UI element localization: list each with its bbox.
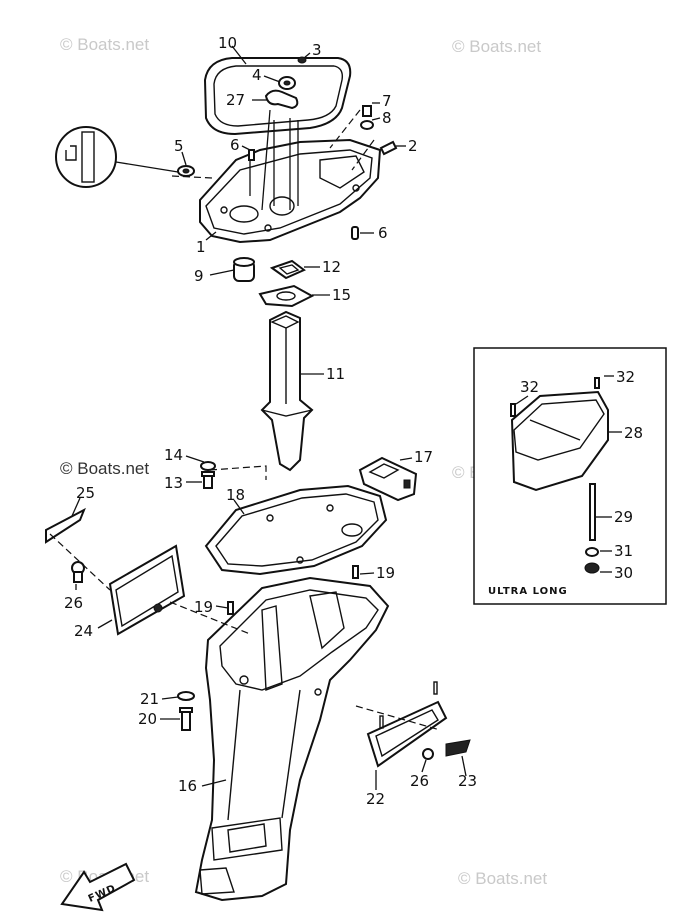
part-1-exhaust-guide	[199, 109, 382, 244]
part-18-gasket	[204, 484, 388, 576]
callout-2: 2	[408, 137, 418, 155]
callout-26-left: 26	[64, 594, 83, 612]
watermark: © Boats.net	[60, 35, 149, 54]
callout-14: 14	[164, 446, 183, 464]
callout-32-left: 32	[520, 378, 539, 396]
leader-lines	[71, 45, 622, 790]
callout-28: 28	[624, 424, 643, 442]
callout-3: 3	[312, 41, 322, 59]
part-14-washer	[200, 461, 216, 471]
callout-25: 25	[76, 484, 95, 502]
part-21-washer	[177, 691, 195, 701]
callout-32-right: 32	[616, 368, 635, 386]
callout-31: 31	[614, 542, 633, 560]
part-19-dowel-left	[227, 601, 234, 615]
callout-12: 12	[322, 258, 341, 276]
callout-19-left: 19	[194, 598, 213, 616]
callout-19-right: 19	[376, 564, 395, 582]
inset-ultra-long: ULTRA LONG	[473, 347, 667, 605]
part-13-bolt	[201, 471, 215, 489]
callout-27: 27	[226, 91, 245, 109]
callout-10: 10	[218, 34, 237, 52]
callout-30: 30	[614, 564, 633, 582]
part-5-washer	[177, 165, 195, 177]
callout-24: 24	[74, 622, 93, 640]
callout-15: 15	[332, 286, 351, 304]
callout-4: 4	[252, 66, 262, 84]
part-6-dowel-top	[248, 149, 255, 161]
part-15-gasket	[258, 284, 315, 308]
callout-6-top: 6	[230, 136, 240, 154]
callout-23: 23	[458, 772, 477, 790]
callout-20: 20	[138, 710, 157, 728]
callout-1: 1	[196, 238, 206, 256]
callout-7: 7	[382, 92, 392, 110]
watermark: © Boats.net	[60, 459, 149, 478]
part-27-bracket	[264, 89, 299, 110]
detail-bubble	[55, 126, 179, 188]
part-6-dowel-bottom	[351, 226, 359, 240]
callout-29: 29	[614, 508, 633, 526]
part-16-housing	[194, 576, 390, 902]
callout-13: 13	[164, 474, 183, 492]
callout-11: 11	[326, 365, 345, 383]
part-4-grommet	[278, 76, 296, 90]
part-12-seal	[269, 259, 306, 280]
callout-8: 8	[382, 109, 392, 127]
part-25-plate	[45, 507, 86, 544]
part-8-washer	[360, 120, 374, 130]
callout-21: 21	[140, 690, 159, 708]
part-19-dowel-right	[352, 565, 359, 579]
guide-lines	[49, 109, 441, 731]
watermark: © Boats.net	[458, 869, 547, 888]
part-7-bolt	[362, 105, 372, 117]
part-2-pin	[379, 140, 398, 156]
part-23-label	[445, 739, 471, 757]
part-22-cover	[366, 681, 448, 768]
callout-22: 22	[366, 790, 385, 808]
callout-labels: 10 3 4 27 7 8 2 6 5 1 6 9 12 15 11 14 13…	[64, 34, 643, 808]
callout-6-bottom: 6	[378, 224, 388, 242]
callout-17: 17	[414, 448, 433, 466]
part-9-bushing	[233, 257, 255, 282]
callout-26-right: 26	[410, 772, 429, 790]
callout-9: 9	[194, 267, 204, 285]
part-20-bolt	[179, 707, 193, 731]
part-17-damper	[358, 456, 418, 502]
inset-caption: ULTRA LONG	[488, 586, 568, 597]
part-26-screw-right	[422, 748, 434, 760]
part-26-screw-left	[71, 561, 85, 583]
part-11-exhaust-pipe	[260, 310, 314, 472]
callout-5: 5	[174, 137, 184, 155]
watermark: © Boats.net	[452, 37, 541, 56]
callout-16: 16	[178, 777, 197, 795]
callout-18: 18	[226, 486, 245, 504]
part-24-cover	[108, 544, 186, 636]
part-3-plug	[297, 56, 307, 64]
